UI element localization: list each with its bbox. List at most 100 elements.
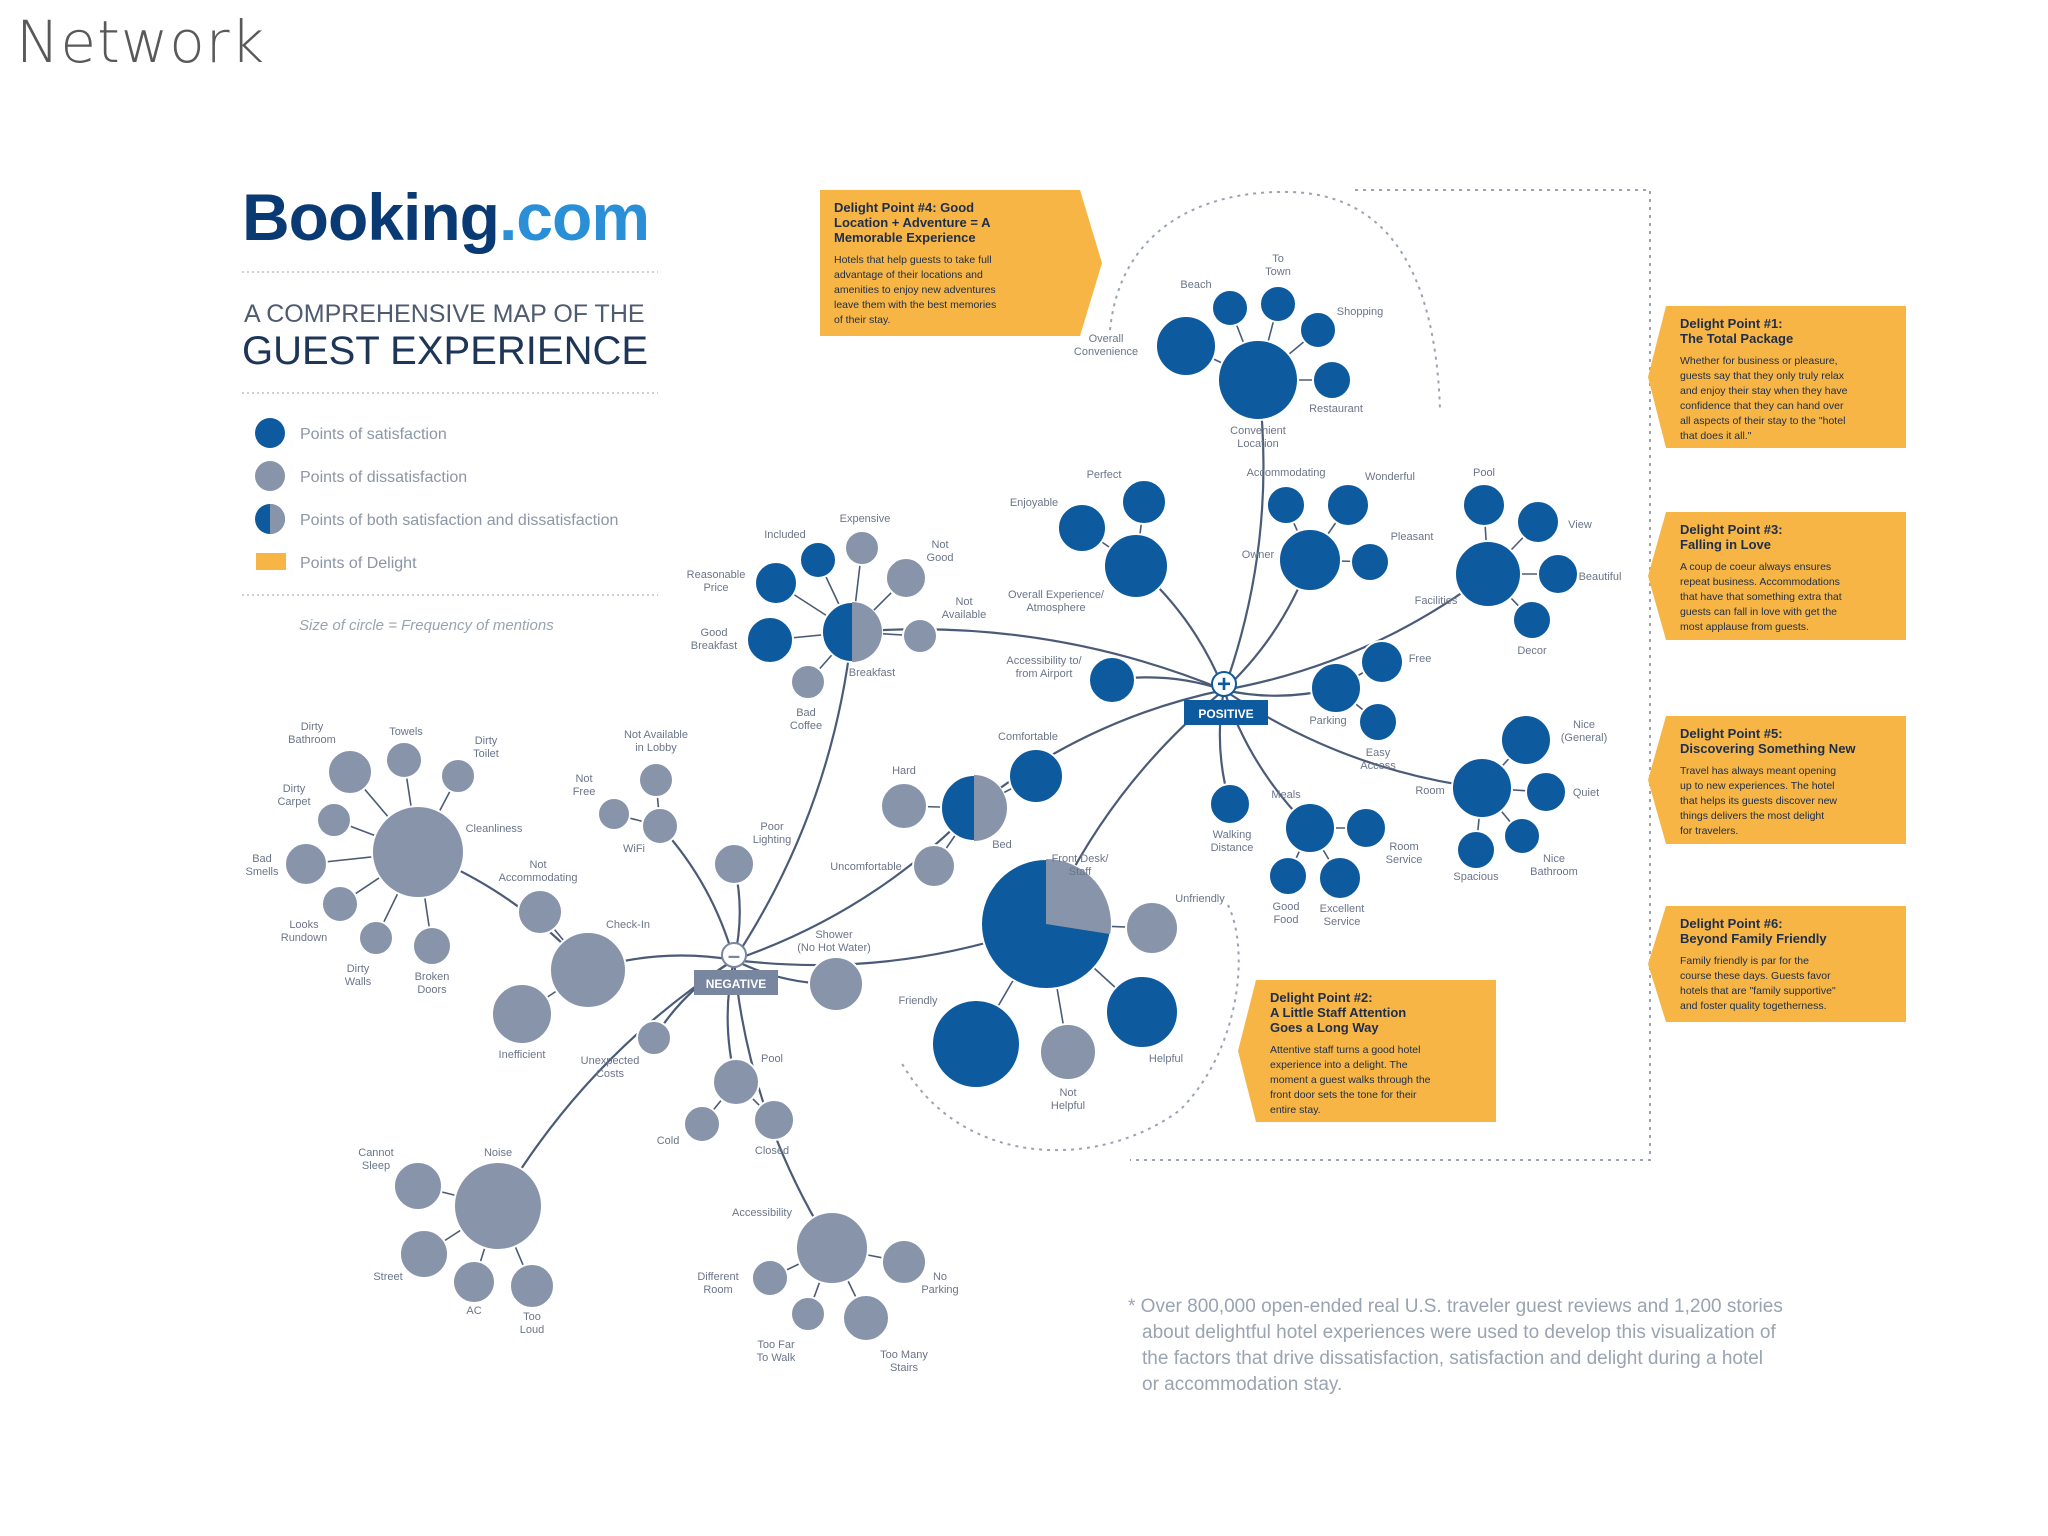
node-friendly <box>931 999 1021 1089</box>
callout-dp2-title: Delight Point #2:A Little Staff Attentio… <box>1270 990 1406 1035</box>
label-closed: Closed <box>755 1145 789 1157</box>
label-parking: Parking <box>1309 715 1346 727</box>
legend-dissatisfaction-icon <box>255 461 285 491</box>
node-pleasant <box>1350 542 1390 582</box>
legend-label-dissatisfaction: Points of dissatisfaction <box>300 469 467 486</box>
node-cold <box>683 1105 721 1143</box>
legend: Points of satisfaction Points of dissati… <box>242 418 658 634</box>
node-bad-coffee <box>790 664 826 700</box>
node-shopping <box>1299 311 1337 349</box>
node-bad-smells <box>284 842 328 886</box>
logo-right: .com <box>499 180 649 254</box>
delight-dashed-frame <box>899 189 1651 1161</box>
label-facilities: Facilities <box>1415 595 1458 607</box>
node-overall-experience <box>1103 533 1169 599</box>
callout-dp1-body: Whether for business or pleasure,guests … <box>1680 355 1848 442</box>
logo-left: Booking <box>242 180 499 254</box>
label-expensive: Expensive <box>840 513 891 525</box>
node-not-available <box>902 618 938 654</box>
negative-hub: – NEGATIVE <box>694 942 778 995</box>
label-spacious: Spacious <box>1453 871 1499 883</box>
label-nice-general: Nice(General) <box>1561 719 1607 744</box>
callout-dp5-title: Delight Point #5:Discovering Something N… <box>1680 726 1856 756</box>
label-free: Free <box>1409 653 1432 665</box>
node-enjoyable <box>1057 503 1107 553</box>
node-overall-convenience <box>1155 315 1217 377</box>
negative-symbol: – <box>728 943 740 968</box>
edge-P-facilities <box>1223 573 1489 692</box>
label-unfriendly: Unfriendly <box>1175 893 1225 905</box>
label-comfortable: Comfortable <box>998 731 1058 743</box>
node-room-service <box>1345 807 1387 849</box>
nodes <box>284 285 1579 1342</box>
node-perfect <box>1121 479 1167 525</box>
edge-P-breakfast <box>851 628 1225 692</box>
node-wifi <box>641 807 679 845</box>
node-front-desk <box>980 858 1112 990</box>
label-restaurant: Restaurant <box>1309 403 1363 415</box>
svg-text:Booking.com: Booking.com <box>242 180 649 254</box>
label-beach: Beach <box>1180 279 1211 291</box>
edge-N-bed <box>733 807 975 962</box>
callout-dp6-title: Delight Point #6:Beyond Family Friendly <box>1680 916 1827 946</box>
node-shower <box>808 956 864 1012</box>
node-comfortable <box>1008 748 1064 804</box>
node-pool-pos <box>1462 483 1506 527</box>
node-good-food <box>1268 856 1308 896</box>
label-cold: Cold <box>657 1135 680 1147</box>
positive-hub-label: POSITIVE <box>1198 707 1253 721</box>
node-beach <box>1211 289 1249 327</box>
label-breakfast: Breakfast <box>849 667 895 679</box>
label-view: View <box>1568 519 1592 531</box>
positive-hub: + POSITIVE <box>1184 671 1268 725</box>
node-reasonable-price <box>754 561 798 605</box>
label-cleanliness: Cleanliness <box>466 823 523 835</box>
node-closed <box>753 1099 795 1141</box>
node-no-parking <box>881 1239 927 1285</box>
node-airport <box>1088 656 1136 704</box>
node-meals <box>1284 802 1336 854</box>
footnote-text: * Over 800,000 open-ended real U.S. trav… <box>1128 1296 1783 1395</box>
label-wifi: WiFi <box>623 843 645 855</box>
negative-hub-label: NEGATIVE <box>706 977 766 991</box>
node-breakfast <box>821 601 883 663</box>
callout-dp1: Delight Point #1:The Total PackageWhethe… <box>1648 306 1906 448</box>
node-unfriendly <box>1125 901 1179 955</box>
legend-label-satisfaction: Points of satisfaction <box>300 426 447 443</box>
label-shower: Shower(No Hot Water) <box>797 929 871 954</box>
legend-satisfaction-icon <box>255 418 285 448</box>
node-not-good <box>885 557 927 599</box>
label-wonderful: Wonderful <box>1365 471 1415 483</box>
node-not-free <box>597 797 631 831</box>
node-easy-access <box>1358 702 1398 742</box>
node-ac <box>452 1260 496 1304</box>
node-broken-doors <box>412 926 452 966</box>
node-not-accommodating <box>517 889 563 935</box>
label-inefficient: Inefficient <box>499 1049 546 1061</box>
node-street <box>399 1229 449 1279</box>
label-street: Street <box>373 1271 402 1283</box>
